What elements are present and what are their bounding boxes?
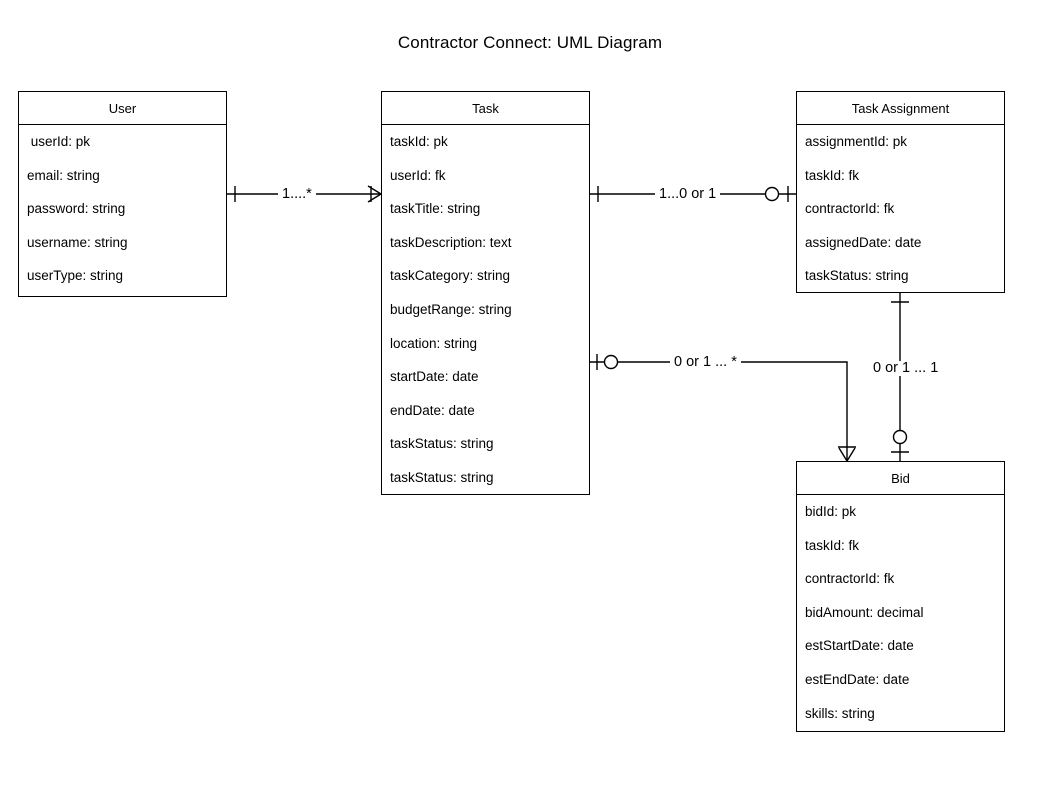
uml-class-user-title: User [19, 92, 226, 125]
uml-attribute: skills: string [805, 705, 875, 721]
uml-class-bid-attributes: bidId: pk taskId: fk contractorId: fk bi… [797, 495, 1004, 730]
uml-attribute: estStartDate: date [805, 638, 914, 654]
uml-class-user[interactable]: User userId: pk email: string password: … [18, 91, 227, 297]
uml-attribute: startDate: date [390, 369, 479, 385]
uml-attribute: location: string [390, 335, 478, 351]
uml-attribute: email: string [27, 167, 100, 183]
uml-attribute: budgetRange: string [390, 301, 512, 317]
uml-attribute: contractorId: fk [805, 201, 895, 217]
connector-label-user-task: 1....* [278, 187, 316, 202]
uml-attribute: taskStatus: string [390, 469, 494, 485]
uml-attribute: username: string [27, 234, 128, 250]
uml-attribute: taskCategory: string [390, 268, 511, 284]
uml-class-user-attributes: userId: pk email: string password: strin… [19, 125, 226, 293]
uml-class-task-title: Task [382, 92, 589, 125]
connector-task-bid [590, 354, 856, 462]
uml-class-task-assignment[interactable]: Task Assignment assignmentId: pk taskId:… [796, 91, 1005, 293]
uml-class-task-assignment-attributes: assignmentId: pk taskId: fk contractorId… [797, 125, 1004, 293]
connector-taskassignment-bid [891, 293, 909, 461]
uml-class-bid-title: Bid [797, 462, 1004, 495]
uml-attribute: password: string [27, 201, 126, 217]
uml-attribute: taskId: fk [805, 167, 860, 183]
connector-label-taskassignment-bid: 0 or 1 ... 1 [869, 361, 943, 376]
uml-attribute: bidId: pk [805, 504, 857, 519]
connector-label-task-taskassignment: 1...0 or 1 [655, 187, 721, 202]
uml-attribute: estEndDate: date [805, 671, 910, 687]
uml-attribute: userType: string [27, 268, 124, 284]
uml-attribute: userId: pk [27, 134, 91, 149]
uml-attribute: taskStatus: string [805, 268, 909, 284]
uml-class-bid[interactable]: Bid bidId: pk taskId: fk contractorId: f… [796, 461, 1005, 732]
page-title: Contractor Connect: UML Diagram [397, 33, 663, 52]
uml-class-task-attributes: taskId: pk userId: fk taskTitle: string … [382, 125, 589, 495]
uml-class-task-assignment-title: Task Assignment [797, 92, 1004, 125]
uml-attribute: taskDescription: text [390, 234, 512, 250]
uml-class-task[interactable]: Task taskId: pk userId: fk taskTitle: st… [381, 91, 590, 495]
uml-attribute: taskTitle: string [390, 201, 481, 217]
uml-attribute: userId: fk [390, 167, 446, 183]
uml-attribute: taskId: pk [390, 134, 448, 149]
uml-attribute: taskId: fk [805, 537, 860, 553]
uml-attribute: bidAmount: decimal [805, 604, 924, 620]
uml-attribute: assignmentId: pk [805, 134, 908, 149]
connector-label-task-bid: 0 or 1 ... * [670, 355, 741, 370]
uml-attribute: endDate: date [390, 402, 475, 418]
uml-attribute: assignedDate: date [805, 234, 922, 250]
uml-attribute: contractorId: fk [805, 571, 895, 587]
uml-attribute: taskStatus: string [390, 436, 494, 452]
